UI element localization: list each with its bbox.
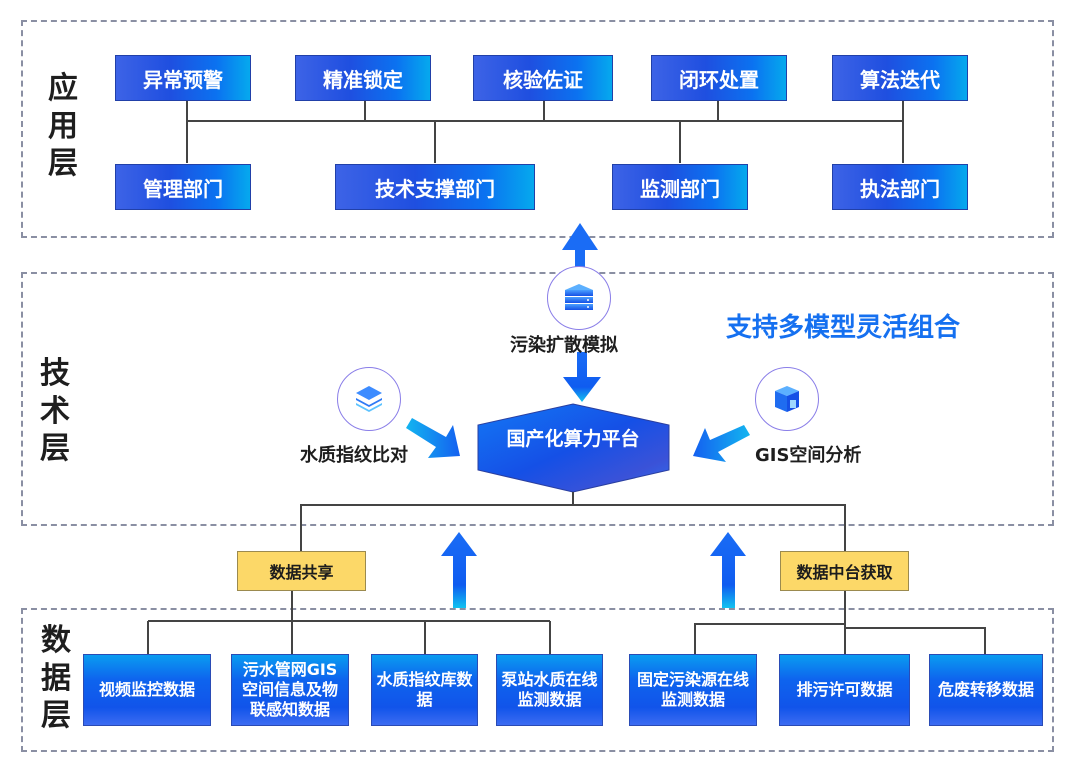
model-circle-pollution-diffusion[interactable]	[547, 266, 611, 330]
data-source-water-fingerprint-library[interactable]: 水质指纹库数据	[371, 654, 478, 726]
connector	[186, 101, 188, 163]
connector	[717, 101, 719, 121]
technology-layer-frame	[21, 272, 1054, 526]
arrow-right-model-to-platform	[693, 425, 750, 462]
data-source-hazardous-waste-transfer[interactable]: 危废转移数据	[929, 654, 1043, 726]
data-source-sewer-gis-iot[interactable]: 污水管网GIS空间信息及物联感知数据	[231, 654, 349, 726]
connector	[434, 121, 436, 163]
data-source-video-monitoring[interactable]: 视频监控数据	[83, 654, 211, 726]
layers-icon	[356, 386, 382, 412]
platform-label[interactable]: 国产化算力平台	[506, 428, 640, 450]
department-box-enforcement[interactable]: 执法部门	[832, 164, 968, 210]
function-box-algorithm-iteration[interactable]: 算法迭代	[832, 55, 968, 101]
connector	[845, 627, 986, 654]
arrow-up-data-right	[710, 532, 746, 608]
model-label-pollution-diffusion: 污染扩散模拟	[510, 335, 618, 356]
server-stack-icon	[565, 284, 593, 310]
technology-layer-char-2: 术	[40, 393, 70, 429]
platform-to-channels-line	[300, 492, 574, 551]
department-box-monitoring[interactable]: 监测部门	[612, 164, 748, 210]
technology-layer-char-3: 层	[40, 431, 70, 466]
data-source-fixed-pollution-online[interactable]: 固定污染源在线监测数据	[629, 654, 757, 726]
connector	[364, 101, 366, 121]
function-box-verification[interactable]: 核验佐证	[473, 55, 613, 101]
arrow-up-data-left	[441, 532, 477, 608]
function-box-closed-loop[interactable]: 闭环处置	[651, 55, 787, 101]
application-layer-char-1: 应	[48, 71, 78, 106]
data-source-discharge-permit[interactable]: 排污许可数据	[779, 654, 910, 726]
connector	[543, 101, 545, 121]
cube-icon	[775, 386, 799, 412]
data-layer-char-1: 数	[41, 623, 71, 658]
app-bus-line	[186, 120, 903, 122]
technology-layer-label: 技 术 层	[37, 355, 73, 468]
model-circle-gis-analysis[interactable]	[755, 367, 819, 431]
connector	[902, 101, 904, 163]
connector	[694, 623, 845, 654]
data-source-pump-station-online[interactable]: 泵站水质在线监测数据	[496, 654, 603, 726]
platform-to-channels-line-right	[573, 504, 846, 551]
data-layer-label: 数 据 层	[38, 622, 74, 735]
department-box-tech-support[interactable]: 技术支撑部门	[335, 164, 535, 210]
department-box-management[interactable]: 管理部门	[115, 164, 251, 210]
data-layer-char-2: 据	[41, 660, 71, 696]
arrow-up-to-application	[562, 223, 598, 268]
arrow-down-to-platform	[563, 352, 601, 402]
application-layer-label: 应 用 层	[45, 70, 81, 183]
application-layer-frame	[21, 20, 1054, 238]
model-circle-water-fingerprint[interactable]	[337, 367, 401, 431]
function-box-anomaly-warning[interactable]: 异常预警	[115, 55, 251, 101]
data-layer-char-3: 层	[41, 698, 71, 733]
data-layer-frame	[21, 608, 1054, 752]
channel-box-data-platform[interactable]: 数据中台获取	[780, 551, 909, 591]
connector	[679, 121, 681, 163]
model-label-water-fingerprint: 水质指纹比对	[300, 445, 408, 466]
model-label-gis-analysis: GIS空间分析	[755, 445, 862, 466]
technology-layer-char-1: 技	[40, 356, 70, 391]
slogan-text: 支持多模型灵活组合	[726, 313, 961, 343]
application-layer-char-3: 层	[48, 146, 78, 181]
application-layer-char-2: 用	[48, 108, 78, 144]
arrow-left-model-to-platform	[406, 418, 460, 458]
function-box-precise-locking[interactable]: 精准锁定	[295, 55, 431, 101]
channel-box-data-sharing[interactable]: 数据共享	[237, 551, 366, 591]
